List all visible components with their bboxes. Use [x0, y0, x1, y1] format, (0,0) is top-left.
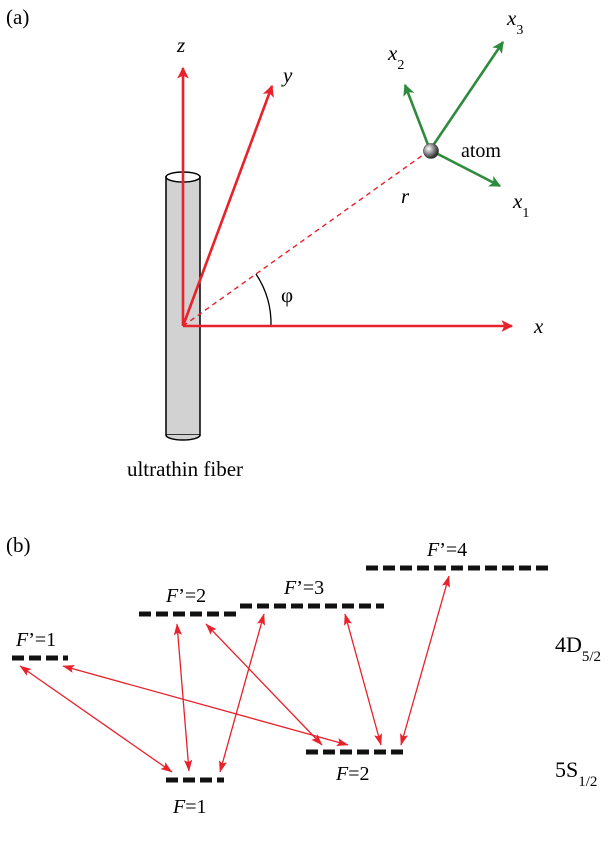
level-label-upper-f1: F’=1: [15, 629, 56, 651]
transition-f2-to-upper-f4: [400, 575, 450, 746]
fiber-label: ultrathin fiber: [127, 457, 243, 481]
x-axis-label: x: [533, 314, 544, 338]
manifold-label-4d: 4D5/2: [555, 632, 601, 665]
level-label-upper-f4: F’=4: [426, 539, 467, 561]
level-label-lower-f1: F=1: [172, 796, 207, 818]
transition-f2-to-upper-f1: [62, 665, 349, 746]
z-axis-label: z: [176, 33, 185, 57]
panel-b: (b) F’=1 F’=2 F’=3 F’=4 F=1 F=2 4D5/2 5S…: [6, 533, 601, 818]
level-label-lower-f2: F=2: [335, 763, 370, 785]
atom-label: atom: [461, 140, 501, 162]
manifold-label-5s: 5S1/2: [555, 757, 597, 790]
level-label-upper-f3: F’=3: [283, 577, 324, 599]
x2-axis-label: x2: [387, 41, 404, 73]
level-label-upper-f2: F’=2: [165, 585, 206, 607]
x3-axis-arrow: [428, 41, 505, 151]
x1-axis-label: x1: [512, 189, 529, 221]
x2-axis-arrow: [403, 83, 432, 151]
transition-f2-to-upper-f3: [343, 613, 383, 746]
transition-f1-to-upper-f3: [219, 613, 265, 773]
radius-line: [182, 149, 431, 327]
panel-b-label: (b): [6, 533, 31, 557]
transition-f1-to-upper-f1: [19, 665, 173, 773]
atom-sphere: [423, 143, 439, 159]
y-axis-arrow: [181, 84, 274, 327]
angle-arc: [255, 273, 272, 327]
panel-a-label: (a): [6, 5, 29, 29]
panel-a: (a) z y x x3 x2 x1 atom r φ ultrathin f: [6, 5, 544, 481]
x1-axis-arrow: [429, 148, 502, 188]
r-label: r: [401, 184, 410, 208]
transition-f2-to-upper-f2: [205, 623, 323, 746]
y-axis-label: y: [281, 63, 293, 87]
phi-label: φ: [281, 283, 293, 307]
x3-axis-label: x3: [506, 6, 523, 38]
